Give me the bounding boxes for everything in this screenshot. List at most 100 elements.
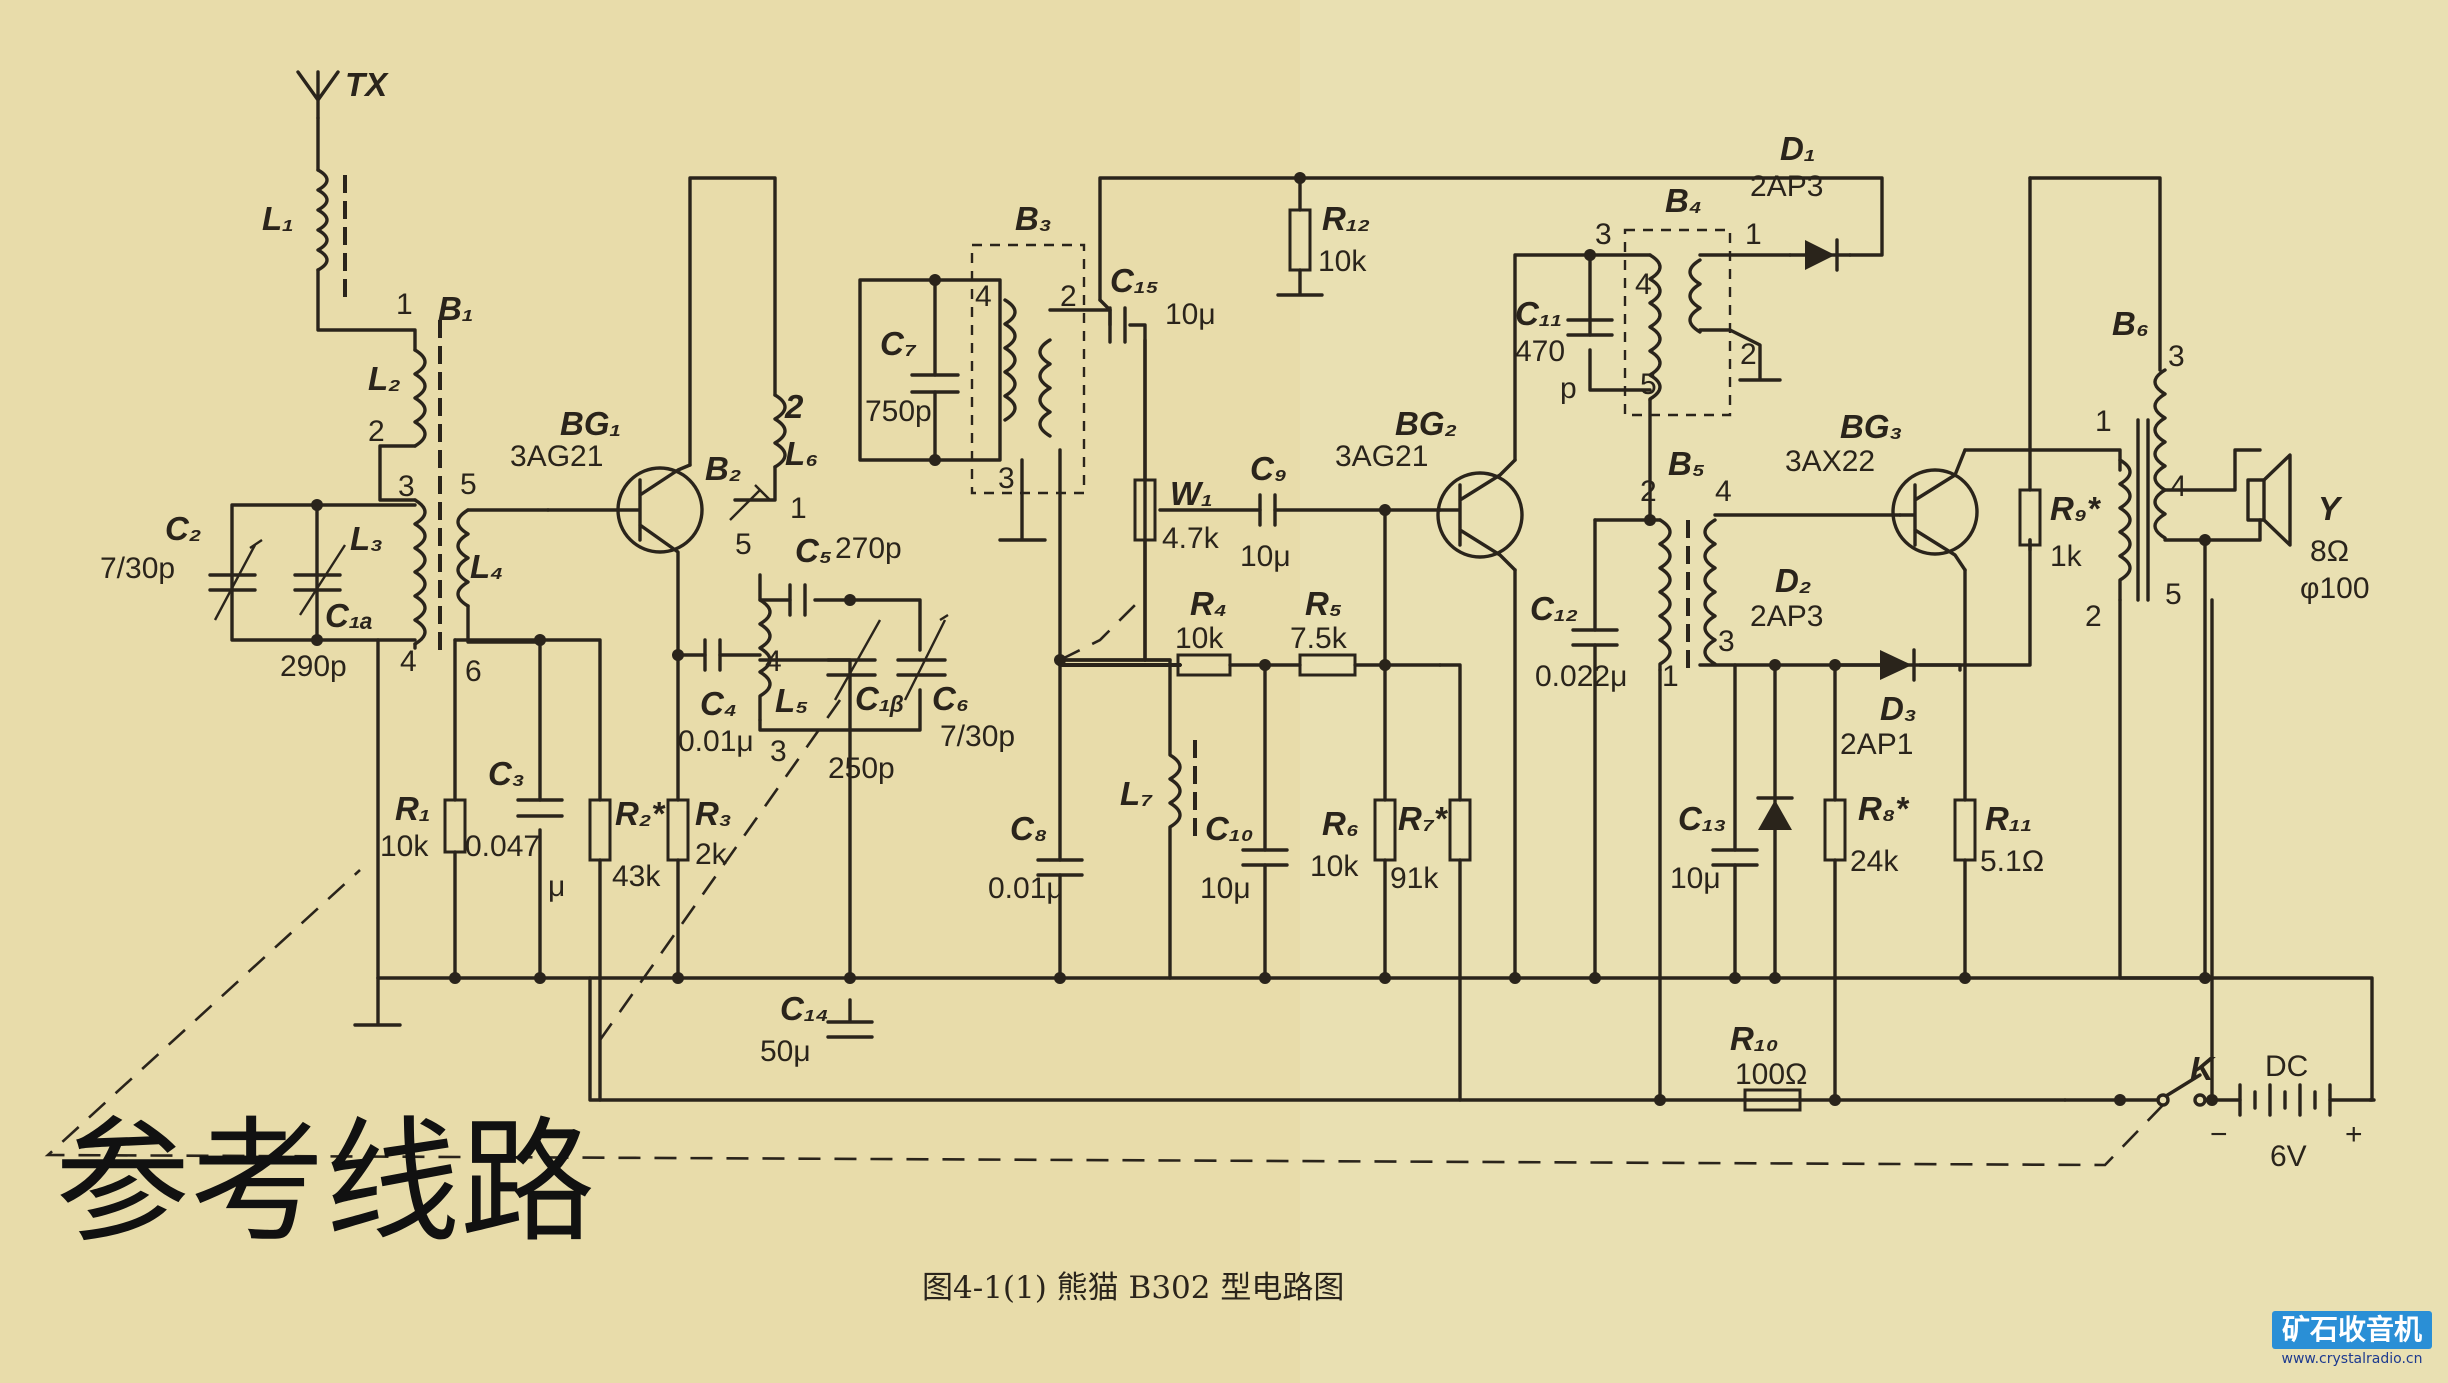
label-d1: D₁	[1780, 130, 1816, 167]
coil-b6-pri	[2118, 458, 2132, 602]
label-d3-type: 2AP1	[1840, 728, 1914, 761]
label-pin2: 2	[368, 415, 385, 448]
capacitor-c12	[1571, 628, 1619, 647]
resistor-r3	[666, 798, 690, 862]
variable-capacitor-c1a	[293, 544, 347, 616]
label-l6-pin: 2	[785, 388, 804, 425]
label-r10: R₁₀	[1730, 1020, 1779, 1057]
label-bg3: BG₃	[1840, 408, 1903, 445]
label-b4-pin3: 3	[1595, 218, 1612, 251]
resistor-r5	[1298, 653, 1357, 677]
label-c15-val: 10μ	[1165, 298, 1216, 331]
label-c10: C₁₀	[1205, 810, 1254, 847]
label-b4-pin5: 5	[1640, 368, 1657, 401]
label-bg1-type: 3AG21	[510, 440, 604, 473]
coil-l2	[413, 348, 427, 448]
diode-d1	[1788, 238, 1852, 272]
label-b3: B₃	[1015, 200, 1052, 237]
wire	[1098, 176, 1884, 302]
b3-can	[970, 243, 1086, 495]
capacitor-c8	[1036, 858, 1084, 877]
label-b5-pin2: 2	[1640, 475, 1657, 508]
label-b2-pin3: 3	[770, 735, 787, 768]
core-b6	[2136, 418, 2150, 602]
battery-icon	[2210, 976, 2374, 1117]
label-c1-val: 290p	[280, 650, 347, 683]
label-b4-pin1: 1	[1745, 218, 1762, 251]
wire	[758, 688, 922, 732]
resistor-r6	[1373, 798, 1397, 862]
label-b5-pin3: 3	[1718, 625, 1735, 658]
label-w1-val: 4.7k	[1162, 522, 1219, 555]
capacitor-c14	[826, 998, 874, 1039]
label-pin4: 4	[400, 645, 417, 678]
label-l4: L₄	[470, 548, 504, 585]
label-r11-val: 5.1Ω	[1980, 845, 2045, 878]
transistor-bg2	[1436, 458, 1524, 572]
label-r3-val: 2k	[695, 838, 727, 871]
label-r11: R₁₁	[1985, 800, 2033, 837]
antenna-icon	[296, 70, 340, 120]
coil-l6	[773, 393, 787, 469]
wire	[2028, 176, 2162, 372]
trim-mark	[833, 613, 949, 701]
coil-l1	[316, 168, 329, 272]
wire	[1588, 253, 1652, 392]
label-c7-val: 750p	[865, 395, 932, 428]
capacitor-c11	[1566, 318, 1614, 337]
label-c2-val: 7/30p	[100, 552, 176, 585]
label-l6: L₆	[785, 435, 819, 472]
watermark-url: www.crystalradio.cn	[2281, 1351, 2423, 1367]
capacitor-c7	[910, 373, 960, 394]
capacitor-c3	[516, 798, 564, 818]
variable-capacitor-c6	[896, 658, 947, 677]
label-r8-val: 24k	[1850, 845, 1899, 878]
label-pin6: 6	[465, 655, 482, 688]
label-r7: R₇*	[1398, 800, 1447, 837]
label-r12-val: 10k	[1318, 245, 1367, 278]
label-c12-val: 0.022μ	[1535, 660, 1628, 693]
gang-link-dash-2	[598, 599, 1141, 1041]
label-r5-val: 7.5k	[1290, 622, 1347, 655]
resistor-r11	[1953, 798, 1977, 862]
label-pin3: 3	[398, 470, 415, 503]
label-d2: D₂	[1775, 562, 1812, 599]
label-b1: B₁	[438, 290, 474, 327]
resistor-r2	[588, 798, 612, 862]
watermark: 矿石收音机 www.crystalradio.cn	[2272, 1311, 2432, 1375]
label-c7: C₇	[880, 325, 916, 362]
wire	[2163, 448, 2262, 492]
wire	[858, 278, 1002, 462]
coil-b3-pri	[1003, 298, 1017, 422]
label-spk: Y	[2318, 490, 2341, 527]
label-r12: R₁₂	[1322, 200, 1371, 237]
ground-icon	[998, 458, 1047, 542]
wire	[1438, 663, 1462, 1102]
label-minus: −	[2210, 1118, 2228, 1151]
figure-caption: 图4-1(1) 熊猫 B302 型电路图	[922, 1270, 1345, 1306]
diode-d2	[1756, 663, 1794, 980]
capacitor-c10	[1241, 848, 1289, 867]
label-b4-pin2: 2	[1740, 338, 1757, 371]
watermark-title: 矿石收音机	[2272, 1311, 2432, 1349]
label-c1b-val: 250p	[828, 752, 895, 785]
variable-capacitor-c1b	[826, 658, 877, 677]
label-b6-pin4: 4	[2170, 470, 2187, 503]
label-c11-unit: p	[1560, 372, 1577, 405]
coil-l7	[1143, 658, 1182, 980]
resistor-r4	[1176, 653, 1232, 677]
label-c9: C₉	[1250, 450, 1287, 487]
label-b2-pin5: 5	[735, 528, 752, 561]
label-spk-size: φ100	[2300, 572, 2370, 605]
label-b2-pin1: 1	[790, 492, 807, 525]
coil-b6-sec	[2153, 368, 2167, 540]
label-bg3-type: 3AX22	[1785, 445, 1876, 478]
resistor-r7	[1448, 798, 1472, 862]
label-c12: C₁₂	[1530, 590, 1579, 627]
speaker-icon	[2246, 453, 2292, 547]
label-c5: C₅	[795, 532, 832, 569]
coil-l3	[413, 498, 427, 646]
wire	[466, 604, 542, 644]
label-l2: L₂	[368, 360, 401, 397]
